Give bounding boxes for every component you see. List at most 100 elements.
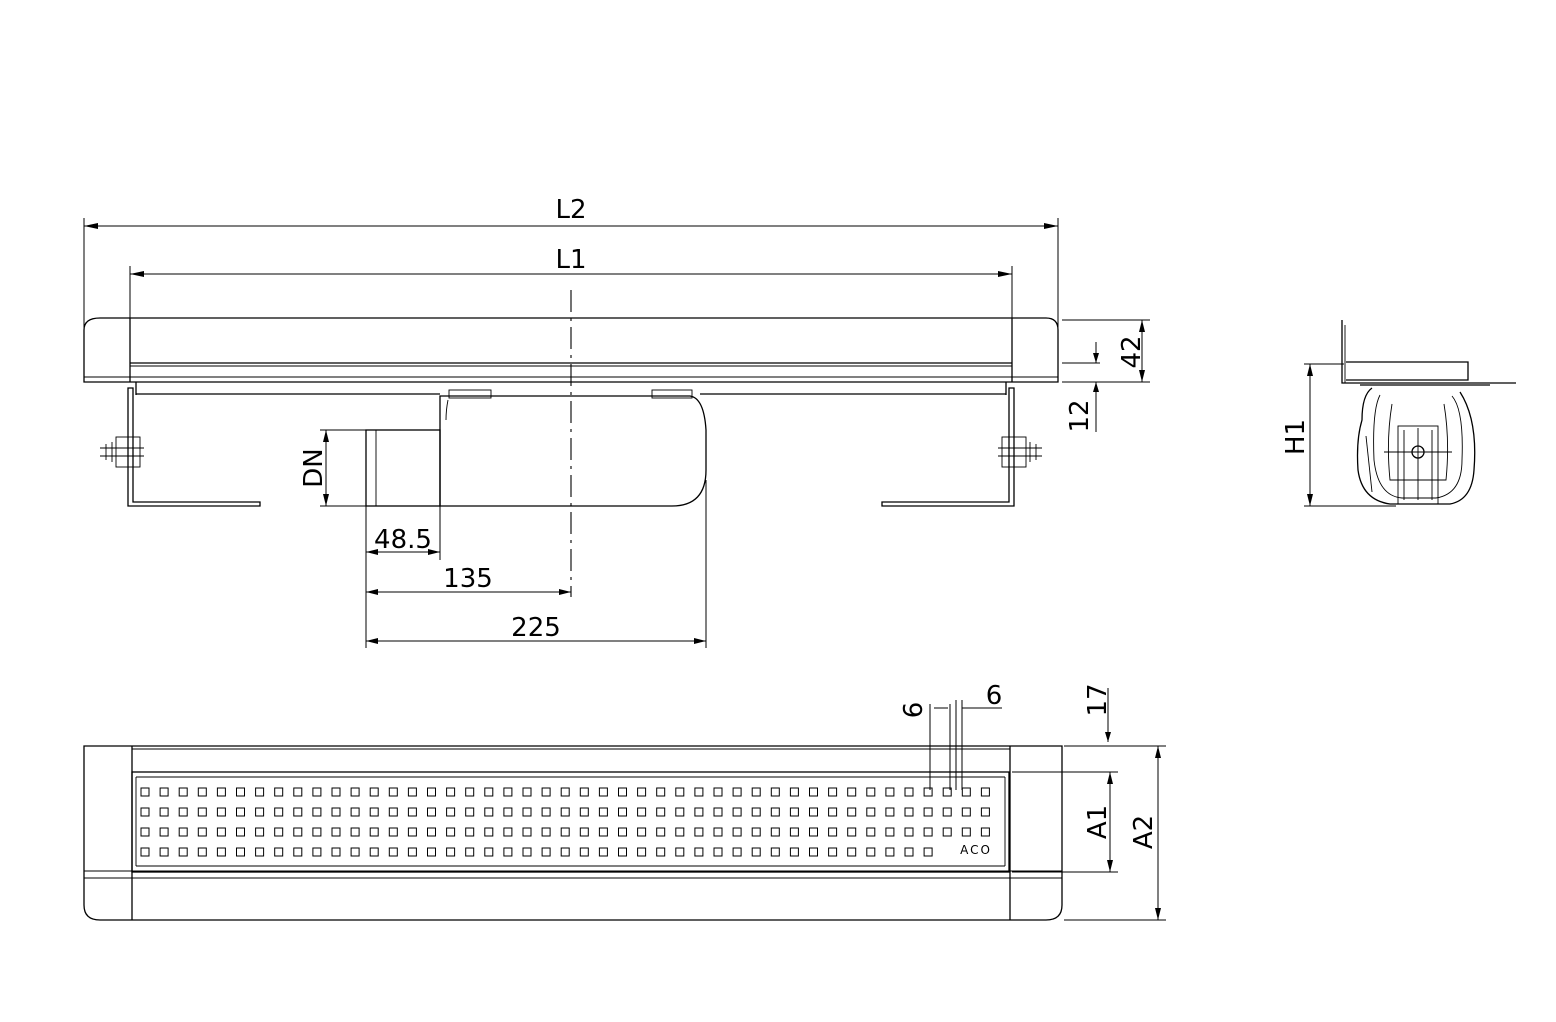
dimension-42: 42 [1062,319,1150,383]
grate-hole [961,807,971,817]
label-12: 12 [1065,399,1095,432]
grate-hole [522,807,532,817]
grate-hole [446,787,456,797]
grate-hole [427,847,436,857]
grate-hole [866,827,876,837]
grate-hole [923,787,933,797]
grate-hole [465,847,475,857]
grate-hole [618,807,627,817]
grate-hole [197,827,207,837]
grate-hole [350,787,360,797]
left-bracket [100,387,261,507]
grate-hole [541,807,551,817]
grate-hole [522,827,532,837]
grate-hole [216,827,226,837]
grate-hole [904,787,914,797]
grate-hole [197,847,207,857]
grate-hole [369,827,379,837]
grate-hole [789,807,799,817]
plan-view: ACO 6 6 17 A1 [83,681,1166,921]
grate-hole [923,847,933,857]
grate-hole [961,827,971,837]
grate-hole [598,807,608,817]
grate-hole [388,827,398,837]
grate-hole [770,827,780,837]
dimension-gap-1: 6 [899,702,951,790]
grate-hole [598,827,608,837]
grate-hole [140,827,150,837]
grate-hole [236,827,245,837]
grate-hole [216,807,226,817]
grate-hole [407,787,417,797]
grate-hole [159,827,169,837]
grate-hole [885,807,895,817]
grate-hole [980,787,990,797]
grate-hole [159,847,169,857]
grate-hole [751,807,761,817]
grate-hole [789,787,799,797]
grate-hole [236,847,245,857]
grate-hole [809,807,818,817]
dimension-gap-2: 6 [955,681,1003,790]
grate-hole [178,827,188,837]
grate-hole [942,787,952,797]
grate-hole [140,847,150,857]
dimension-dn: DN [299,429,366,507]
grate-hole [809,827,818,837]
grate-hole [847,787,857,797]
grate-hole [694,787,704,797]
grate-hole [140,787,150,797]
grate-hole [961,787,971,797]
grate-hole [388,787,398,797]
grate-hole [847,807,857,817]
grate-hole [522,847,532,857]
grate-hole [866,807,876,817]
grate-hole [503,807,513,817]
grate-hole [331,827,341,837]
grate-hole [274,807,284,817]
grate-hole [236,807,245,817]
grate-hole [369,847,379,857]
grate-hole [560,847,570,857]
grate-hole [675,787,685,797]
right-bracket [881,387,1042,507]
label-l2: L2 [555,195,586,225]
grate-hole [618,787,627,797]
grate-hole [331,787,341,797]
outlet-body [439,389,707,507]
grate-hole [675,807,685,817]
grate-hole [274,787,284,797]
front-elevation: L2 L1 [83,195,1150,648]
grate-hole [484,807,494,817]
grate-holes [140,787,990,857]
grate-hole [541,827,551,837]
grate-hole [732,807,742,817]
grate-hole [885,847,895,857]
channel-body [135,382,1007,395]
grate-hole [312,847,322,857]
grate-hole [713,827,723,837]
grate-hole [312,827,322,837]
label-48-5: 48.5 [374,525,432,555]
grate-hole [560,787,570,797]
grate-hole [522,787,532,797]
label-a2: A2 [1129,815,1159,849]
grate-hole [942,807,952,817]
grate-hole [904,847,914,857]
grate-hole [312,807,322,817]
grate-hole [732,787,742,797]
grate-hole [656,807,666,817]
dimension-l2: L2 [83,195,1059,330]
grate-hole [732,827,742,837]
grate-hole [637,807,647,817]
label-225: 225 [511,613,561,643]
grate-hole [140,807,150,817]
label-gap-2: 6 [986,681,1003,711]
grate-hole [274,847,284,857]
grate-hole [484,787,494,797]
grate-hole [579,787,589,797]
grate-hole [216,847,226,857]
grate-hole [789,827,799,837]
grate-hole [446,807,456,817]
label-135: 135 [443,564,493,594]
